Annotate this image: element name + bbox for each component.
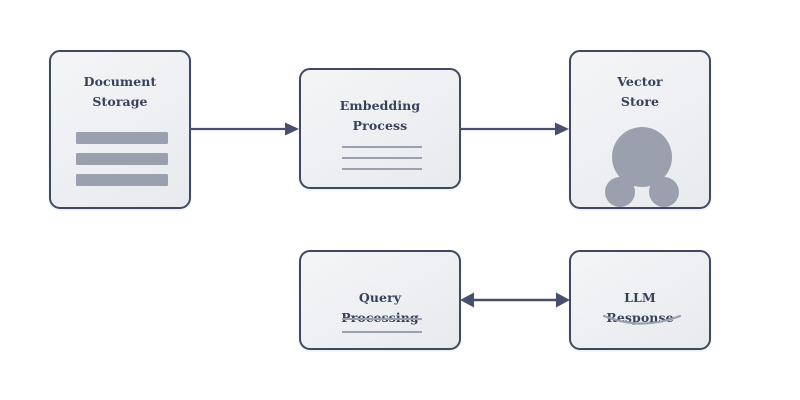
node-label-line-1: LLM xyxy=(624,290,656,305)
node-label-line-2: Storage xyxy=(92,94,148,109)
node-document-storage-label: Document Storage xyxy=(51,72,189,112)
text-line-2 xyxy=(342,331,422,333)
node-label-line-1: Query xyxy=(358,290,402,305)
node-label-line-1: Embedding xyxy=(339,98,421,113)
node-label-line-2: Process xyxy=(352,118,408,133)
text-line-3 xyxy=(342,168,422,170)
text-line-1 xyxy=(342,146,422,148)
connector-embedding-process-to-vector-store xyxy=(459,119,571,139)
arc-icon xyxy=(602,312,682,336)
node-label-line-1: Vector xyxy=(617,74,663,89)
document-bar-3 xyxy=(76,174,168,186)
text-line-2 xyxy=(342,157,422,159)
node-llm-response[interactable]: LLM Response xyxy=(569,250,711,350)
vector-circle-small-left xyxy=(605,177,635,207)
node-query-processing[interactable]: Query Processing xyxy=(299,250,461,350)
node-document-storage[interactable]: Document Storage xyxy=(49,50,191,209)
node-label-line-1: Document xyxy=(83,74,157,89)
node-vector-store[interactable]: Vector Store xyxy=(569,50,711,209)
node-vector-store-label: Vector Store xyxy=(571,72,709,112)
node-query-processing-label: Query Processing xyxy=(301,288,459,328)
connector-document-storage-to-embedding-process xyxy=(189,119,301,139)
node-embedding-process-label: Embedding Process xyxy=(301,96,459,136)
node-label-line-2: Processing xyxy=(301,308,459,328)
connector-query-processing-to-llm-response-bidirectional xyxy=(459,289,571,311)
vector-circle-small-right xyxy=(649,177,679,207)
document-bar-2 xyxy=(76,153,168,165)
document-bar-1 xyxy=(76,132,168,144)
node-embedding-process[interactable]: Embedding Process xyxy=(299,68,461,189)
node-label-line-2: Store xyxy=(620,94,660,109)
text-line-1 xyxy=(342,318,422,320)
